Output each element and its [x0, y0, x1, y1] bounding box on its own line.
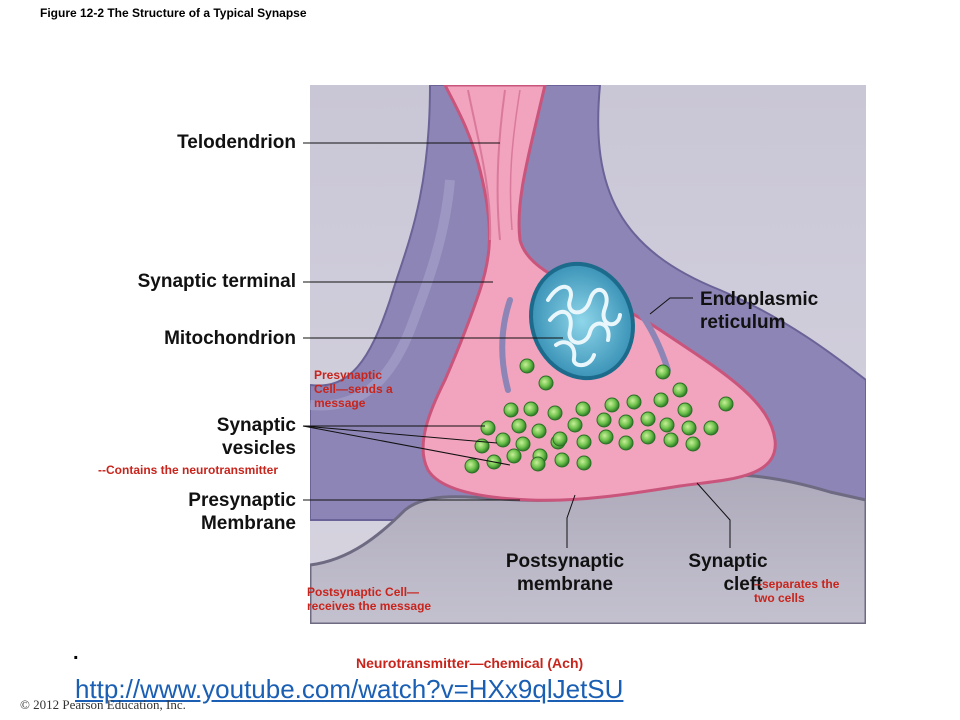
- synaptic-vesicle: [672, 382, 688, 398]
- label-synaptic-terminal: Synaptic terminal: [137, 271, 296, 292]
- synaptic-vesicle: [685, 436, 701, 452]
- synaptic-vesicle: [640, 411, 656, 427]
- endoplasmic-reticulum-left: [499, 297, 513, 393]
- leader-vesicles-b: [302, 425, 498, 444]
- annotation-neurotransmitter: Neurotransmitter—chemical (Ach): [356, 655, 584, 671]
- annotation-postsynaptic-line2: receives the message: [307, 599, 432, 613]
- synaptic-vesicle: [703, 420, 719, 436]
- synaptic-vesicle: [596, 412, 612, 428]
- synaptic-vesicle: [681, 420, 697, 436]
- annotation-postsynaptic-cell: Postsynaptic Cell— receives the message: [307, 585, 487, 613]
- label-synaptic-cleft: Synaptic cleft: [668, 550, 788, 596]
- annotation-presynaptic-cell: Presynaptic Cell—sends a message: [314, 368, 434, 410]
- annotation-presynaptic-line1: Presynaptic: [314, 368, 383, 382]
- leader-endoplasmic: [649, 297, 693, 315]
- synaptic-vesicle: [480, 420, 496, 436]
- synaptic-vesicle: [531, 423, 547, 439]
- synaptic-vesicle: [576, 455, 592, 471]
- synaptic-vesicle: [626, 394, 642, 410]
- synaptic-vesicle: [554, 452, 570, 468]
- synaptic-vesicle: [718, 396, 734, 412]
- synaptic-vesicle: [464, 458, 480, 474]
- synaptic-vesicle: [677, 402, 693, 418]
- synaptic-vesicle: [576, 434, 592, 450]
- synaptic-vesicle: [604, 397, 620, 413]
- label-endoplasmic-line1: Endoplasmic: [700, 289, 819, 310]
- label-postsynaptic-membrane: Postsynaptic membrane: [480, 550, 650, 596]
- annotation-postsynaptic-line1: Postsynaptic Cell—: [307, 585, 420, 599]
- synaptic-vesicle: [495, 432, 511, 448]
- label-cleft-line1: Synaptic: [688, 551, 768, 572]
- endoplasmic-reticulum-right: [627, 297, 671, 373]
- label-presynaptic-membrane: Presynaptic Membrane: [120, 489, 296, 535]
- label-cleft-line2: cleft: [723, 574, 763, 595]
- label-synaptic-vesicles-line2: vesicles: [222, 438, 296, 459]
- synaptic-vesicle: [474, 438, 490, 454]
- synaptic-vesicle: [547, 405, 563, 421]
- label-presynaptic-membrane-line1: Presynaptic: [188, 490, 296, 511]
- synaptic-vesicle: [511, 418, 527, 434]
- leader-postsynaptic: [566, 494, 576, 548]
- synaptic-vesicle: [640, 429, 656, 445]
- label-presynaptic-membrane-line2: Membrane: [200, 513, 296, 534]
- bullet-dot: .: [73, 642, 79, 664]
- annotation-separates-line2: two cells: [754, 591, 805, 605]
- synaptic-vesicle: [659, 417, 675, 433]
- annotation-separates-line1: --separates the: [754, 577, 840, 591]
- annotation-presynaptic-line3: message: [314, 396, 366, 410]
- leader-vesicles-c: [302, 425, 511, 466]
- vesicle-group: [464, 358, 734, 474]
- synaptic-vesicle: [506, 448, 522, 464]
- synaptic-vesicle: [519, 358, 535, 374]
- annotation-presynaptic-line2: Cell—sends a: [314, 382, 393, 396]
- label-telodendrion: Telodendrion: [177, 132, 296, 153]
- synaptic-vesicle: [575, 401, 591, 417]
- youtube-link[interactable]: http://www.youtube.com/watch?v=HXx9qlJet…: [75, 674, 624, 704]
- synaptic-vesicle: [653, 392, 669, 408]
- label-synaptic-vesicles-line1: Synaptic: [216, 415, 296, 436]
- annotation-contains-neurotransmitter: --Contains the neurotransmitter: [98, 463, 279, 477]
- synaptic-vesicle: [552, 431, 568, 447]
- synaptic-vesicle: [538, 375, 554, 391]
- label-endoplasmic-reticulum: Endoplasmic reticulum: [700, 288, 818, 334]
- synaptic-vesicle: [598, 429, 614, 445]
- leader-cleft: [696, 482, 731, 548]
- label-mitochondrion: Mitochondrion: [164, 328, 296, 349]
- synaptic-vesicle: [515, 436, 531, 452]
- label-postsynaptic-line2: membrane: [516, 574, 614, 595]
- synaptic-vesicle: [530, 456, 546, 472]
- annotation-separates-cells: --separates the two cells: [754, 577, 874, 605]
- synaptic-vesicle: [618, 435, 634, 451]
- synaptic-vesicle: [567, 417, 583, 433]
- synaptic-vesicle: [655, 364, 671, 380]
- copyright-notice: © 2012 Pearson Education, Inc.: [20, 697, 186, 712]
- synaptic-vesicle: [523, 401, 539, 417]
- figure-title: Figure 12-2 The Structure of a Typical S…: [40, 6, 307, 20]
- synaptic-vesicle: [663, 432, 679, 448]
- label-synaptic-vesicles: Synaptic vesicles: [120, 414, 296, 460]
- synaptic-vesicle: [503, 402, 519, 418]
- label-endoplasmic-line2: reticulum: [700, 312, 786, 333]
- label-postsynaptic-line1: Postsynaptic: [505, 551, 625, 572]
- synaptic-vesicle: [618, 414, 634, 430]
